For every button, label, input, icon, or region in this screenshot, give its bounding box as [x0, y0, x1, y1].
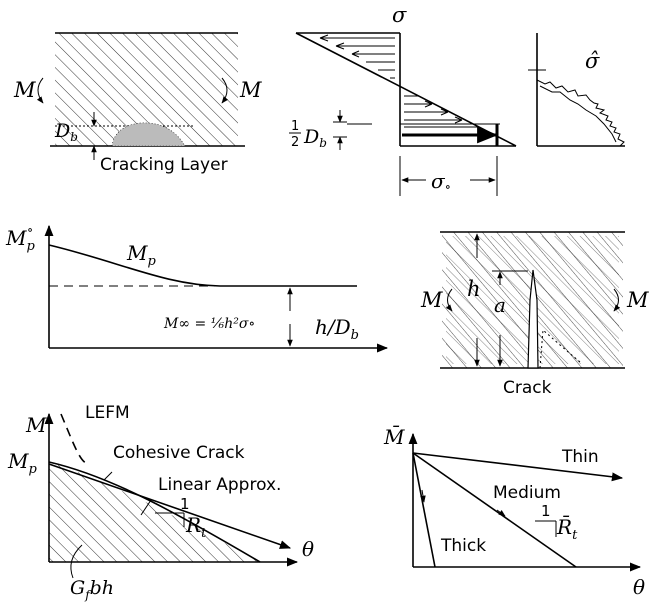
thin-label: Thin: [561, 447, 599, 467]
depth-label: Db: [54, 120, 78, 144]
panel-size-effect: Mp∘ Mp M∞ = ⅙h²σ∘ h/Db: [5, 223, 389, 353]
svg-text:2: 2: [291, 135, 299, 150]
svg-text:Db: Db: [303, 126, 327, 150]
theta-axis-label: θ: [302, 537, 314, 561]
lefm-label: LEFM: [85, 403, 130, 423]
stress-sigma-label: σ: [392, 3, 407, 27]
thick-line: [412, 452, 436, 568]
mp0-axis-label: Mp∘: [5, 223, 35, 254]
cracking-layer-label: Cracking Layer: [100, 155, 228, 175]
slope-one-label: 1: [180, 495, 190, 513]
svg-text:1: 1: [291, 119, 299, 134]
moment-label-left: M: [13, 78, 36, 102]
cracked-moment-left: M: [420, 288, 443, 312]
h-label: h: [467, 277, 481, 301]
moment-arrow-left-icon: [36, 77, 44, 104]
mp-axis-label: Mp: [7, 449, 37, 477]
moment-label-right: M: [239, 78, 262, 102]
random-stress-profile: [536, 79, 625, 147]
crack-icon: [527, 269, 539, 369]
size-axis-label: h/Db: [315, 315, 359, 343]
g-slope-one: 1: [541, 502, 551, 520]
medium-line: [412, 452, 577, 568]
sigma0-label: σ∘: [431, 169, 451, 195]
moment-arrow-right-icon: [221, 77, 229, 104]
panel-normalized-moment: 1 R̄t M̄ Thin Medium Thick θ: [383, 424, 645, 599]
cohesive-crack-label: Cohesive Crack: [113, 443, 245, 463]
linear-approx-label: Linear Approx.: [158, 475, 281, 495]
mp-curve-label: Mp: [126, 241, 156, 269]
asymptote-label: M∞ = ⅙h²σ∘: [163, 316, 255, 332]
a-label: a: [494, 293, 506, 317]
linear-approx-line: [48, 463, 292, 549]
mp-curve: [48, 244, 357, 287]
panel-moment-rotation: 1 Rt M Mp LEFM Cohesive Crack Linear App…: [7, 403, 314, 602]
fracture-energy-label: Gfbh: [70, 577, 114, 602]
panel-stress-profile: σ 1 2 Db σ∘: [289, 3, 517, 196]
moment-arrow-right-icon: [613, 288, 621, 312]
stress-upper-arrows: [319, 34, 395, 79]
cracking-layer-shading: [111, 122, 186, 147]
g-rt-label: R̄t: [556, 514, 578, 543]
panel-beam-cracking-layer: M M Db Cracking Layer: [13, 32, 262, 175]
half-depth-label: 1 2 Db: [289, 119, 327, 150]
fracture-energy-area: [49, 462, 260, 562]
m-axis-label: M: [25, 413, 47, 437]
sigma-hat-label: σ̂: [585, 49, 600, 73]
thick-label: Thick: [440, 536, 486, 556]
panel-cracked-beam: M M h a Crack: [420, 231, 649, 398]
mbar-axis-label: M̄: [383, 424, 405, 449]
lefm-curve: [60, 413, 89, 465]
cracked-moment-right: M: [626, 288, 649, 312]
panel-random-strength: σ̂: [528, 33, 625, 147]
stress-lower-arrows: [404, 95, 478, 128]
cohesive-crack-curve: [48, 461, 261, 563]
thin-line: [412, 452, 624, 482]
crack-label: Crack: [503, 378, 552, 398]
rt-label: Rt: [185, 513, 207, 541]
medium-label: Medium: [493, 483, 561, 503]
moment-arrow-left-icon: [445, 288, 453, 312]
g-theta-label: θ: [633, 575, 645, 599]
